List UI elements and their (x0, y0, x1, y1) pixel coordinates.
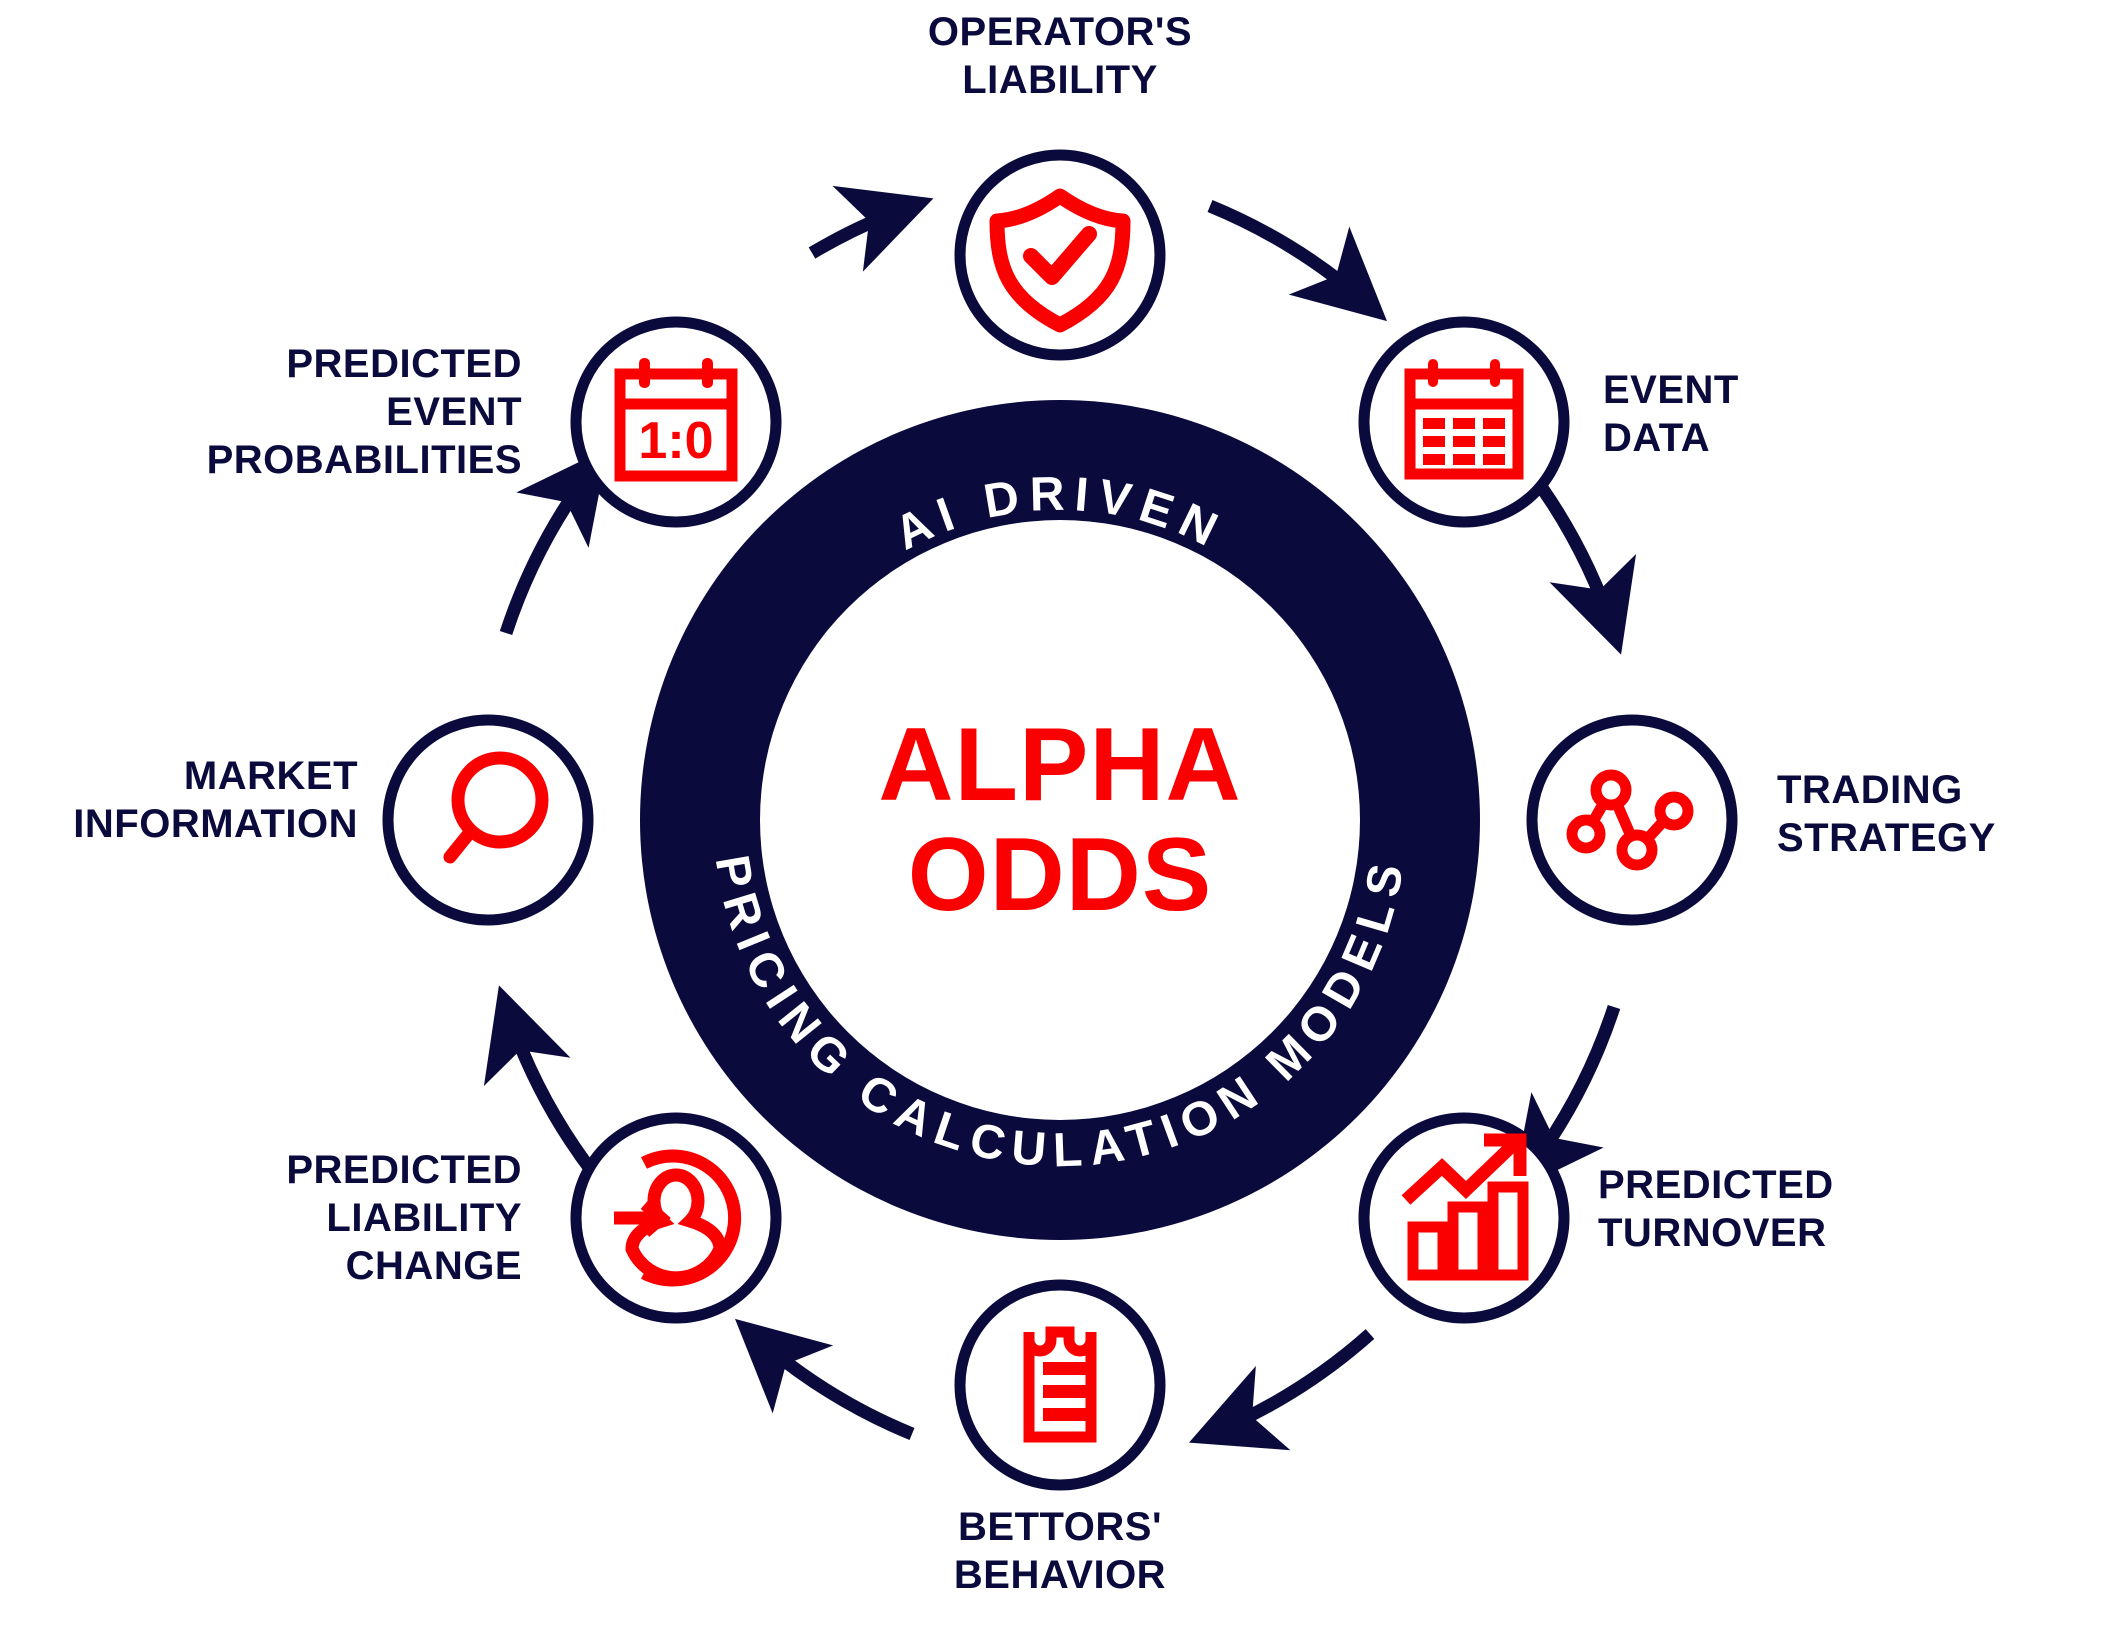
node-circle-operators-liability[interactable] (954, 149, 1166, 361)
label-line2: LIABILITY (962, 58, 1158, 102)
label-line2: EVENT (386, 390, 522, 434)
label-line1: BETTORS' (958, 1505, 1162, 1549)
node-label-market-information: MARKET INFORMATION (73, 754, 358, 846)
label-line1: TRADING (1777, 768, 1963, 812)
node-label-predicted-liability-change: PREDICTED LIABILITY CHANGE (286, 1148, 522, 1288)
node-label-predicted-event-probabilities: PREDICTED EVENT PROBABILITIES (207, 342, 522, 482)
bet-slip-icon (1023, 1326, 1097, 1443)
node-circle-predicted-turnover[interactable] (1358, 1112, 1570, 1324)
label-line2: TURNOVER (1598, 1211, 1826, 1255)
center-title-line1: ALPHA (878, 707, 1241, 823)
node-circle-market-information[interactable] (382, 714, 594, 926)
label-line1: PREDICTED (286, 1148, 522, 1192)
ring-inner-circle (760, 520, 1360, 1120)
label-line3: CHANGE (346, 1244, 522, 1288)
node-operators-liability[interactable] (954, 149, 1166, 361)
node-circle-predicted-liability-change[interactable] (570, 1112, 782, 1324)
node-bettors-behavior[interactable] (954, 1279, 1166, 1491)
calendar-grid-icon (1404, 359, 1524, 480)
label-line1: PREDICTED (1598, 1163, 1834, 1207)
node-label-predicted-turnover: PREDICTED TURNOVER (1598, 1163, 1834, 1255)
label-line1: OPERATOR'S (928, 10, 1192, 54)
user-enter-icon (614, 1149, 742, 1287)
calendar-score-value: 1:0 (638, 412, 713, 470)
center-title: ALPHA ODDS (878, 707, 1241, 933)
node-label-operators-liability: OPERATOR'S LIABILITY (928, 10, 1192, 102)
node-circle-trading-strategy[interactable] (1526, 714, 1738, 926)
bar-chart-growth-icon (1401, 1133, 1529, 1281)
center-ring (640, 400, 1480, 1240)
arrow-bettors-to-liabilitychange (735, 1318, 915, 1441)
node-label-bettors-behavior: BETTORS' BEHAVIOR (954, 1505, 1166, 1597)
label-line1: EVENT (1603, 368, 1739, 412)
arrow-liabilitychange-to-market (483, 985, 600, 1178)
label-line3: PROBABILITIES (207, 438, 522, 482)
label-line2: INFORMATION (73, 802, 358, 846)
line-chart-nodes-icon (1566, 769, 1694, 871)
arrow-liability-to-eventdata (1207, 199, 1387, 322)
node-label-event-data: EVENT DATA (1603, 368, 1739, 460)
arrow-market-to-probabilities (499, 447, 608, 636)
shield-check-icon (989, 188, 1131, 333)
label-line1: PREDICTED (286, 342, 522, 386)
arrow-probabilities-to-liability (808, 185, 934, 272)
node-predicted-liability-change[interactable] (570, 1112, 782, 1324)
node-event-data[interactable] (1358, 316, 1570, 528)
center-title-line2: ODDS (908, 817, 1212, 933)
node-market-information[interactable] (382, 714, 594, 926)
node-predicted-event-probabilities[interactable]: 1:0 (570, 316, 782, 528)
node-trading-strategy[interactable] (1526, 714, 1738, 926)
label-line2: LIABILITY (326, 1196, 522, 1240)
label-line1: MARKET (184, 754, 358, 798)
label-line2: DATA (1603, 416, 1710, 460)
arrow-turnover-to-bettors (1188, 1329, 1375, 1451)
magnifier-icon (443, 751, 549, 864)
label-line2: BEHAVIOR (954, 1553, 1166, 1597)
label-line2: STRATEGY (1777, 816, 1996, 860)
calendar-score-icon: 1:0 (614, 358, 738, 482)
node-label-trading-strategy: TRADING STRATEGY (1777, 768, 1996, 860)
node-predicted-turnover[interactable] (1358, 1112, 1570, 1324)
